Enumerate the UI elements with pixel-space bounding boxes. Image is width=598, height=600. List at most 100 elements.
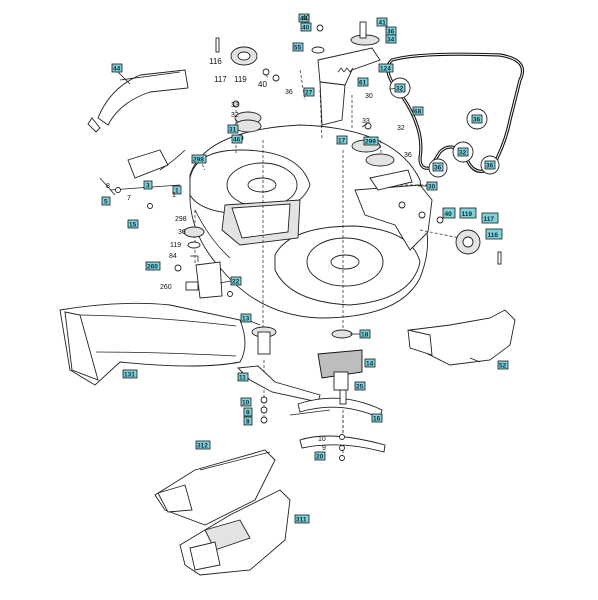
svg-text:131: 131 [124,372,135,379]
svg-text:124: 124 [380,66,391,73]
callout-52[interactable]: 52 [497,360,509,370]
svg-text:32: 32 [396,86,404,93]
callout-20[interactable]: 20 [314,451,326,461]
callout-298a[interactable]: 298 [191,154,207,164]
callout-36-belt-2[interactable]: 36 [432,162,444,172]
callout-10[interactable]: 10 [240,397,252,407]
svg-text:116: 116 [488,232,499,239]
label-119: 119 [234,75,247,84]
callout-41[interactable]: 41 [376,17,388,27]
callout-11[interactable]: 11 [237,372,249,382]
svg-text:32: 32 [459,150,467,157]
callout-8[interactable]: 8 [243,416,253,426]
label-40-mid: 40 [258,80,267,89]
callout-44-left[interactable]: 44 [111,63,123,73]
callout-22[interactable]: 22 [230,276,242,286]
gauge-wheel-assembly-left [174,226,233,299]
svg-text:40: 40 [302,25,310,32]
callout-131[interactable]: 131 [122,369,138,379]
svg-text:40: 40 [445,211,453,218]
svg-text:36: 36 [434,165,442,172]
callout-117b[interactable]: 117 [481,212,499,224]
callout-32-belt-b[interactable]: 32 [457,147,469,157]
svg-text:16: 16 [373,416,381,423]
label-36d: 36 [178,229,186,236]
spindle-right [297,329,383,419]
callout-18[interactable]: 18 [359,329,371,339]
callout-312[interactable]: 312 [195,440,211,450]
callout-61[interactable]: 61 [357,77,369,87]
callout-34[interactable]: 34 [385,34,397,44]
svg-text:15: 15 [129,222,137,229]
callout-17[interactable]: 17 [336,135,348,145]
svg-text:44: 44 [113,66,121,73]
callout-46[interactable]: 46 [231,134,243,144]
callout-14[interactable]: 14 [364,358,376,368]
callout-25[interactable]: 25 [354,381,366,391]
svg-text:10: 10 [242,400,250,407]
callout-31[interactable]: 31 [227,124,239,134]
svg-text:22: 22 [232,279,240,286]
label-1: 1 [172,192,176,199]
label-8a: 8 [106,183,110,190]
callout-32-belt[interactable]: 32 [394,83,406,93]
svg-text:1: 1 [175,188,179,195]
svg-text:27: 27 [305,90,313,97]
left-support-bracket [99,149,186,209]
callout-15[interactable]: 15 [127,219,139,229]
svg-text:52: 52 [499,363,507,370]
callout-116b[interactable]: 116 [485,228,503,240]
blade-right [299,434,386,461]
svg-text:117: 117 [484,216,495,223]
gauge-wheel-right [436,216,502,265]
callout-27[interactable]: 27 [303,87,315,97]
spindle-left [237,326,321,424]
callout-55[interactable]: 55 [292,42,304,52]
label-40-top: 40 [302,15,310,22]
callout-44[interactable]: 44 [298,13,310,23]
svg-text:36: 36 [387,29,395,36]
idler-pulley-left [215,37,280,82]
label-32a: 32 [231,112,239,119]
right-baffle [407,309,516,366]
callout-16[interactable]: 16 [371,413,383,423]
callout-260[interactable]: 260 [145,261,161,271]
svg-text:14: 14 [366,361,374,368]
label-119c: 119 [170,242,181,249]
callout-299[interactable]: 299 [363,136,379,146]
label-36a: 36 [285,89,293,96]
callout-40b[interactable]: 40 [442,207,456,219]
callout-1[interactable]: 1 [172,185,182,195]
svg-text:299: 299 [365,139,376,146]
svg-text:25: 25 [356,384,364,391]
callout-30[interactable]: 30 [426,181,438,191]
svg-text:61: 61 [359,80,367,87]
svg-text:34: 34 [387,37,395,44]
callout-36-belt-1[interactable]: 36 [471,114,483,124]
svg-text:36: 36 [486,163,494,170]
callout-124[interactable]: 124 [378,63,394,73]
callout-9[interactable]: 9 [243,407,253,417]
callout-36-top[interactable]: 36 [385,26,397,36]
callout-13[interactable]: 13 [240,313,252,323]
drive-belt [386,52,525,173]
label-7: 7 [127,195,131,202]
callout-68[interactable]: 68 [412,106,424,116]
svg-text:5: 5 [104,199,108,206]
callout-119b[interactable]: 119 [459,207,477,219]
label-9b: 9 [322,445,326,452]
label-10b: 10 [318,436,326,443]
svg-text:30: 30 [428,184,436,191]
label-30a: 30 [365,93,373,100]
label-298: 298 [175,216,187,223]
callout-311[interactable]: 311 [294,514,310,524]
callout-3[interactable]: 3 [143,180,153,190]
callout-36-belt-3[interactable]: 36 [484,160,496,170]
callout-40a[interactable]: 40 [300,22,312,32]
discharge-chute [59,302,246,386]
label-84: 84 [169,253,177,260]
svg-text:55: 55 [294,45,302,52]
label-32b: 32 [397,125,405,132]
callout-5[interactable]: 5 [101,196,111,206]
